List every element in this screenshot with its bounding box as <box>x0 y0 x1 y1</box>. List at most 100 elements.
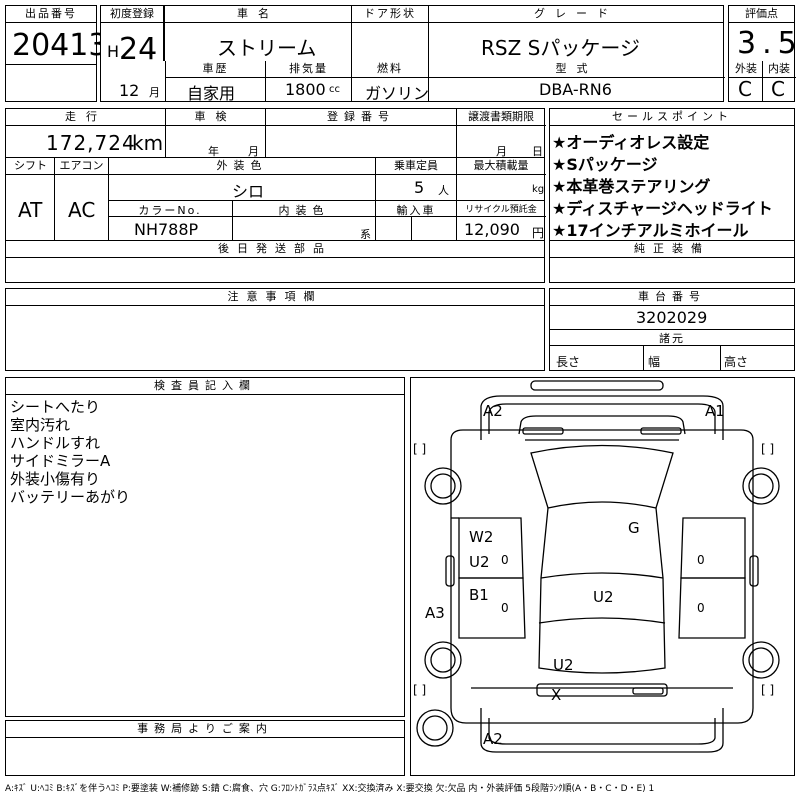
bracket-mark: [ ] <box>413 683 426 697</box>
transfer-label: 譲渡書類期限 <box>456 109 546 126</box>
inspector-box: 検査員記入欄 シートへたり 室内汚れ ハンドルすれ サイドミラーA 外装小傷有り… <box>5 377 405 717</box>
ext-grade: C <box>738 77 752 101</box>
color-no-label: カラーNo. <box>138 204 202 217</box>
registration-label: 初度登録 <box>101 6 163 23</box>
damage-mark: W2 <box>469 528 493 546</box>
color-no-value: NH788P <box>134 220 199 239</box>
mileage-value: 172,724 <box>46 131 136 155</box>
recycle-label: リサイクル預託金 <box>465 205 537 215</box>
inspector-line: ハンドルすれ <box>10 434 101 452</box>
score-label: 評価点 <box>729 6 794 23</box>
capacity-value: 5 <box>414 178 425 197</box>
car-name-box: 車名 ストリーム <box>164 5 352 62</box>
ext-label: 外装 <box>729 61 763 78</box>
interior-color-label: 内装色 <box>278 204 330 217</box>
inspector-line: バッテリーあがり <box>10 488 131 506</box>
history-box: 車歴 排気量 燃料 型式 12 月 自家用 1800 cc ガソリン DBA-R… <box>100 61 725 103</box>
int-label: 内装 <box>762 61 796 78</box>
displacement-label: 排気量 <box>265 61 352 78</box>
color-label: 外装色 <box>108 158 376 175</box>
length-label: 長さ <box>556 355 581 369</box>
damage-mark: U2 <box>593 588 614 606</box>
capacity-label: 乗車定員 <box>375 158 457 175</box>
damage-mark: X <box>551 686 561 704</box>
score-value: 3.5 <box>737 26 800 61</box>
notes-box: 注意事項欄 <box>5 288 545 371</box>
recycle-unit: 円 <box>532 226 545 240</box>
damage-mark: A2 <box>483 402 503 420</box>
damage-mark: B1 <box>469 586 489 604</box>
ext-int-box: 外装 内装 C C <box>728 61 796 102</box>
inspector-line: シートへたり <box>10 398 101 416</box>
chassis-title: 車台番号 <box>550 289 794 306</box>
ac-label: エアコン <box>54 158 109 175</box>
sales-points-box: セールスポイント ★オーディオレス設定 ★Sパッケージ ★本革巻ステアリング ★… <box>549 108 795 241</box>
damage-mark: A1 <box>705 402 725 420</box>
tire-zero: 0 <box>697 601 705 615</box>
inspector-line: 室内汚れ <box>10 416 71 434</box>
lot-number: 20413 <box>12 28 108 63</box>
lot-box: 出品番号 20413 <box>5 5 107 102</box>
import-label: 輸入車 <box>396 204 436 217</box>
fuel-value: ガソリン <box>365 84 430 103</box>
history-label: 車歴 <box>165 61 266 78</box>
transfer-day-unit: 日 <box>532 145 543 158</box>
inspector-line: サイドミラーA <box>10 452 111 470</box>
notes-title: 注意事項欄 <box>6 289 544 306</box>
office-title: 事務局よりご案内 <box>6 721 404 738</box>
tire-zero: 0 <box>501 601 509 615</box>
model-value: DBA-RN6 <box>539 80 612 99</box>
chassis-number: 3202029 <box>636 308 708 327</box>
tire-zero: 0 <box>501 553 509 567</box>
lot-label: 出品番号 <box>6 6 96 23</box>
shift-label: シフト <box>6 158 55 175</box>
genuine-box: 純正装備 <box>549 240 795 283</box>
car-diagram: A2 A1 W2 U2 G B1 U2 A3 U2 X A2 [ ] [ ] [… <box>410 377 795 776</box>
damage-mark: U2 <box>553 656 574 674</box>
sales-point-item: ★本革巻ステアリング <box>552 177 711 196</box>
ac-value: AC <box>68 198 96 222</box>
office-box: 事務局よりご案内 <box>5 720 405 776</box>
displacement-unit: cc <box>329 84 340 95</box>
model-label: 型式 <box>428 61 725 78</box>
mileage-box: 走行 車検 登録番号 譲渡書類期限 172,724 km 年 月 月 日 <box>5 108 546 158</box>
inspection-label: 車検 <box>165 109 266 126</box>
sales-point-item: ★ディスチャージヘッドライト <box>552 199 773 218</box>
bracket-mark: [ ] <box>413 442 426 456</box>
month-unit: 月 <box>149 86 160 99</box>
grade-box: グレード RSZ Sパッケージ <box>428 5 724 62</box>
mileage-unit: km <box>132 131 164 155</box>
damage-mark: A2 <box>483 730 503 748</box>
registration-era: H <box>107 42 120 61</box>
load-label: 最大積載量 <box>456 158 546 175</box>
color-value: シロ <box>232 182 265 201</box>
later-parts-box: 後日発送部品 <box>5 240 545 283</box>
inspection-year-unit: 年 <box>208 145 219 158</box>
damage-mark: A3 <box>425 604 445 622</box>
damage-mark: G <box>628 519 640 537</box>
sales-point-item: ★17インチアルミホイール <box>552 221 749 240</box>
sales-point-item: ★Sパッケージ <box>552 155 658 174</box>
height-label: 高さ <box>724 355 749 369</box>
car-name: ストリーム <box>217 36 317 60</box>
load-unit: kg <box>532 184 545 195</box>
car-name-label: 車名 <box>165 6 351 23</box>
genuine-title: 純正装備 <box>550 241 794 258</box>
int-grade: C <box>771 77 785 101</box>
interior-color-unit: 系 <box>360 228 371 241</box>
history-value: 自家用 <box>187 84 236 103</box>
car-details-box: シフト エアコン 外装色 乗車定員 最大積載量 AT AC シロ 5 人 kg … <box>5 157 546 241</box>
dims-title: 諸元 <box>659 332 685 345</box>
shift-value: AT <box>18 198 43 222</box>
score-box: 評価点 3.5 <box>728 5 797 62</box>
inspector-title: 検査員記入欄 <box>6 378 404 395</box>
displacement-value: 1800 <box>285 80 326 99</box>
recycle-value: 12,090 <box>464 220 520 239</box>
legend: A:ｷｽﾞ U:ﾍｺﾐ B:ｷｽﾞを伴うﾍｺﾐ P:要塗装 W:補修跡 S:錆 … <box>5 784 655 794</box>
grade-label: グレード <box>429 6 723 23</box>
chassis-box: 車台番号 3202029 諸元 長さ 幅 高さ <box>549 288 795 371</box>
damage-mark: U2 <box>469 553 490 571</box>
capacity-unit: 人 <box>438 184 449 197</box>
registration-month: 12 <box>119 81 140 100</box>
door-label: ドア形状 <box>352 6 428 23</box>
